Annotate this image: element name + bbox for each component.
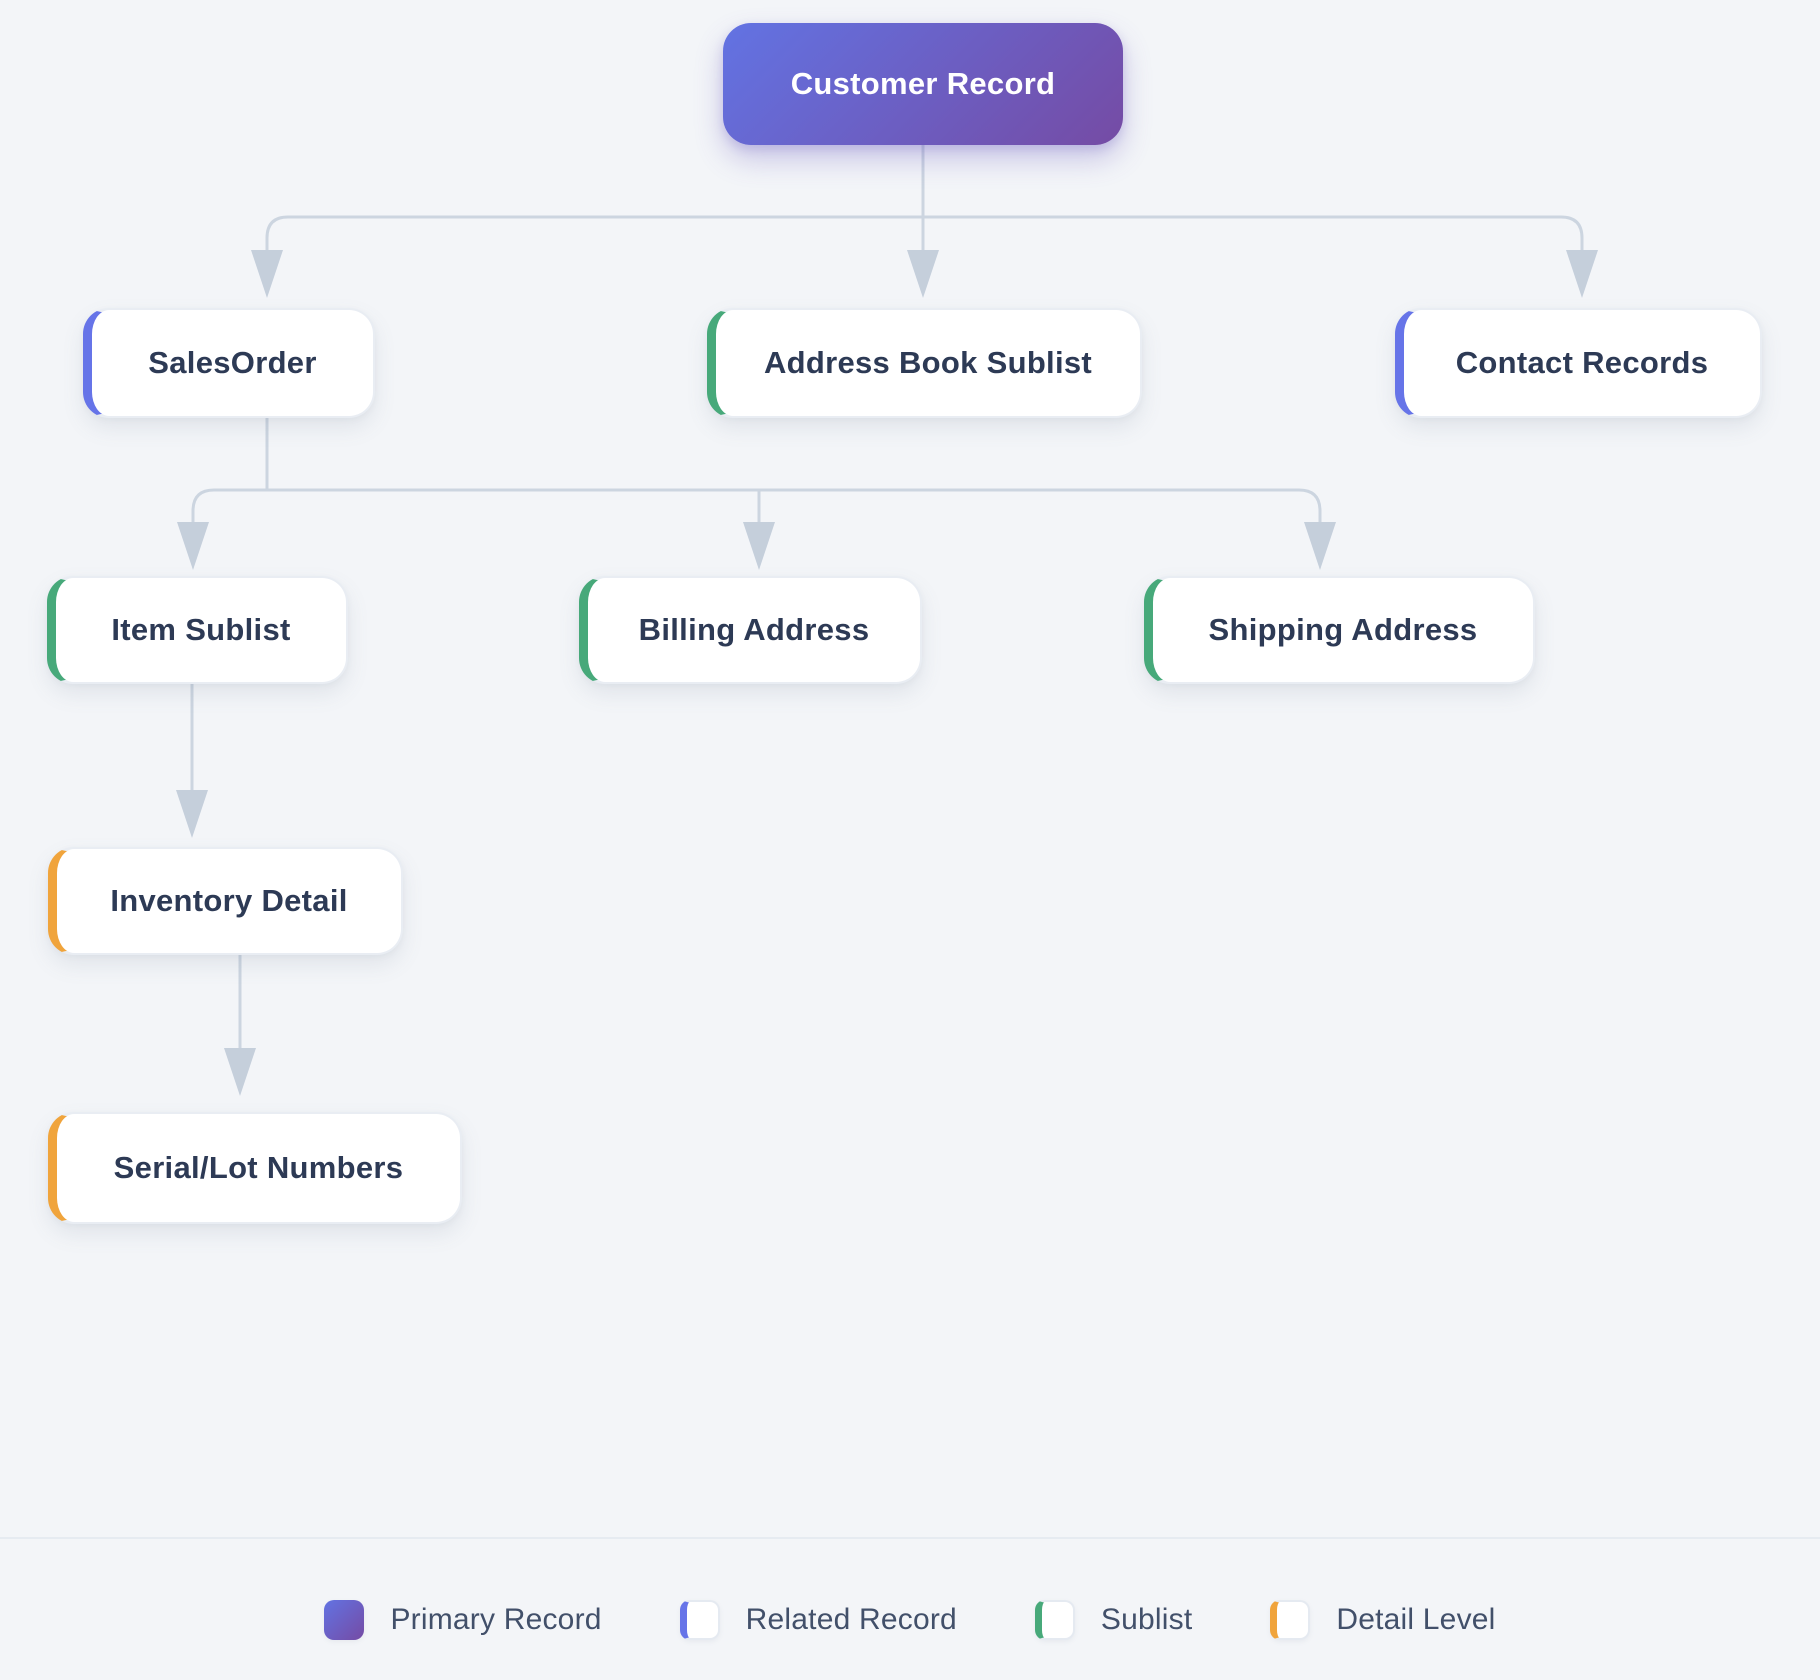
arrow-down-icon — [1566, 250, 1598, 298]
node-label: Contact Records — [1455, 345, 1709, 380]
legend-item-detail-level: Detail Level — [1270, 1600, 1495, 1640]
arrow-down-icon — [251, 250, 283, 298]
legend-item-related-record: Related Record — [679, 1600, 957, 1640]
node-label: SalesOrder — [148, 345, 317, 380]
node-address-book-sublist: Address Book Sublist — [707, 308, 1142, 418]
node-label: Customer Record — [790, 66, 1056, 101]
node-billing-address: Billing Address — [579, 576, 922, 684]
legend-item-sublist: Sublist — [1034, 1600, 1193, 1640]
legend-item-primary-record: Primary Record — [324, 1600, 601, 1640]
primary-record-swatch-icon — [324, 1600, 365, 1640]
node-label: Address Book Sublist — [763, 345, 1093, 380]
node-label: Billing Address — [638, 612, 870, 647]
connector-customer-children — [251, 145, 1598, 298]
arrow-down-icon — [224, 1048, 256, 1096]
connector-item-inventory — [176, 684, 208, 838]
connector-inventory-serial — [224, 955, 256, 1096]
footer-divider — [0, 1537, 1820, 1539]
node-item-sublist: Item Sublist — [47, 576, 348, 684]
arrow-down-icon — [1304, 522, 1336, 570]
node-inventory-detail: Inventory Detail — [48, 847, 403, 955]
legend-label: Sublist — [1100, 1603, 1193, 1636]
arrow-down-icon — [743, 522, 775, 570]
node-customer-record: Customer Record — [723, 23, 1123, 145]
legend-label: Primary Record — [390, 1603, 602, 1636]
detail-level-swatch-icon — [1270, 1600, 1311, 1640]
legend: Primary Record Related Record Sublist De… — [0, 1598, 1820, 1642]
node-serial-lot-numbers: Serial/Lot Numbers — [48, 1112, 462, 1224]
sublist-swatch-icon — [1034, 1600, 1075, 1640]
node-label: Serial/Lot Numbers — [113, 1150, 404, 1185]
node-contact-records: Contact Records — [1395, 308, 1762, 418]
arrow-down-icon — [177, 522, 209, 570]
node-shipping-address: Shipping Address — [1144, 576, 1535, 684]
legend-label: Detail Level — [1336, 1603, 1496, 1636]
arrow-down-icon — [907, 250, 939, 298]
related-record-swatch-icon — [679, 1600, 720, 1640]
node-label: Item Sublist — [111, 612, 291, 647]
arrow-down-icon — [176, 790, 208, 838]
node-label: Shipping Address — [1208, 612, 1478, 647]
node-label: Inventory Detail — [110, 883, 348, 918]
legend-label: Related Record — [745, 1603, 957, 1636]
node-salesorder: SalesOrder — [83, 308, 375, 418]
connector-salesorder-children — [177, 418, 1336, 570]
